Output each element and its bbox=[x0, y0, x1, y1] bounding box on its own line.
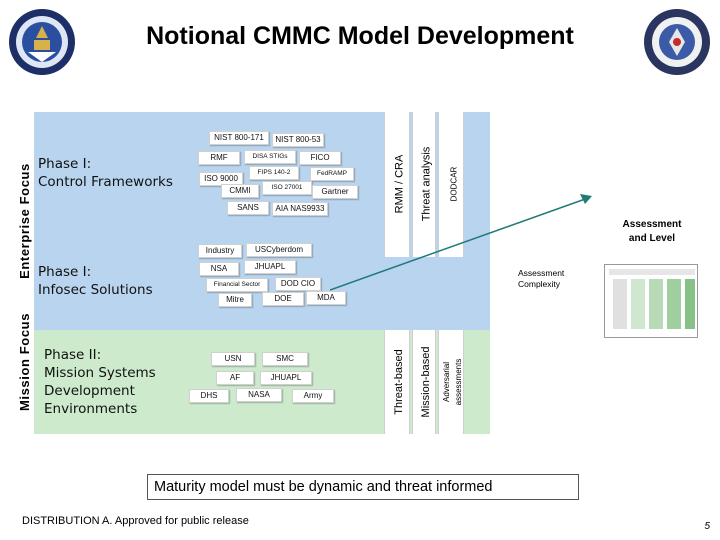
assessment-level-label: Assessment and Level bbox=[622, 219, 682, 244]
gartner-box: Gartner bbox=[312, 185, 358, 199]
maturity-statement-box: Maturity model must be dynamic and threa… bbox=[147, 474, 579, 500]
aia-nas9933-box: AIA NAS9933 bbox=[272, 202, 328, 216]
smc-box: SMC bbox=[262, 352, 308, 366]
phase2-mission-label: Phase II: Mission Systems Development En… bbox=[44, 347, 156, 417]
phase1-control-label: Phase I: Control Frameworks bbox=[38, 156, 173, 190]
dodcar-column: DODCAR bbox=[438, 112, 464, 257]
sans-box: SANS bbox=[227, 201, 269, 215]
usn-box: USN bbox=[211, 352, 255, 366]
slide-title: Notional CMMC Model Development bbox=[146, 22, 574, 50]
mitre-box: Mitre bbox=[218, 293, 252, 307]
disa-stigs-box: DISA STIGs bbox=[244, 150, 296, 164]
adversarial-column: Adversarial assessments bbox=[438, 330, 464, 434]
rmf-box: RMF bbox=[198, 151, 240, 165]
enterprise-focus-label: Enterprise Focus bbox=[17, 163, 32, 279]
right-seal-icon bbox=[643, 8, 711, 76]
industry-box: Industry bbox=[198, 244, 242, 258]
af-box: AF bbox=[216, 371, 254, 385]
complexity-arrow-icon bbox=[330, 194, 592, 291]
uscyberdom-box: USCyberdom bbox=[246, 243, 312, 257]
jhuapl-mission-box: JHUAPL bbox=[260, 371, 312, 385]
nist-800-171-box: NIST 800-171 bbox=[209, 131, 269, 145]
threat-based-label: Threat-based bbox=[393, 349, 405, 415]
threat-analysis-column: Threat analysis bbox=[412, 112, 436, 257]
fips-box: FIPS 140-2 bbox=[249, 166, 299, 180]
mission-based-column: Mission-based bbox=[412, 330, 436, 434]
jhuapl-infosec-box: JHUAPL bbox=[244, 260, 296, 274]
mission-based-label: Mission-based bbox=[420, 346, 432, 418]
distribution-statement: DISTRIBUTION A. Approved for public rele… bbox=[22, 515, 249, 527]
assessment-complexity-label: Assessment Complexity bbox=[518, 268, 565, 289]
mission-focus-label: Mission Focus bbox=[17, 312, 32, 412]
phase1-infosec-label: Phase I: Infosec Solutions bbox=[38, 264, 153, 298]
nsa-box: NSA bbox=[199, 262, 239, 276]
assessment-level-thumbnail bbox=[604, 264, 698, 338]
fedramp-box: FedRAMP bbox=[310, 167, 354, 181]
rmm-cra-column: RMM / CRA bbox=[384, 112, 410, 257]
adversarial-label: Adversarial assessments bbox=[442, 358, 463, 406]
army-box: Army bbox=[292, 389, 334, 403]
fico-box: FICO bbox=[299, 151, 341, 165]
mda-box: MDA bbox=[306, 291, 346, 305]
nasa-box: NASA bbox=[236, 388, 282, 402]
cmmi-box: CMMI bbox=[221, 184, 259, 198]
threat-based-column: Threat-based bbox=[384, 330, 410, 434]
dod-cio-box: DOD CIO bbox=[275, 277, 321, 291]
left-seal-icon bbox=[8, 8, 76, 76]
iso-27001-box: ISO 27001 bbox=[262, 181, 312, 195]
financial-sector-box: Financial Sector bbox=[206, 278, 268, 292]
page-number: 5 bbox=[704, 521, 710, 532]
dhs-box: DHS bbox=[189, 389, 229, 403]
nist-800-53-box: NIST 800-53 bbox=[272, 133, 324, 147]
doe-box: DOE bbox=[262, 292, 304, 306]
